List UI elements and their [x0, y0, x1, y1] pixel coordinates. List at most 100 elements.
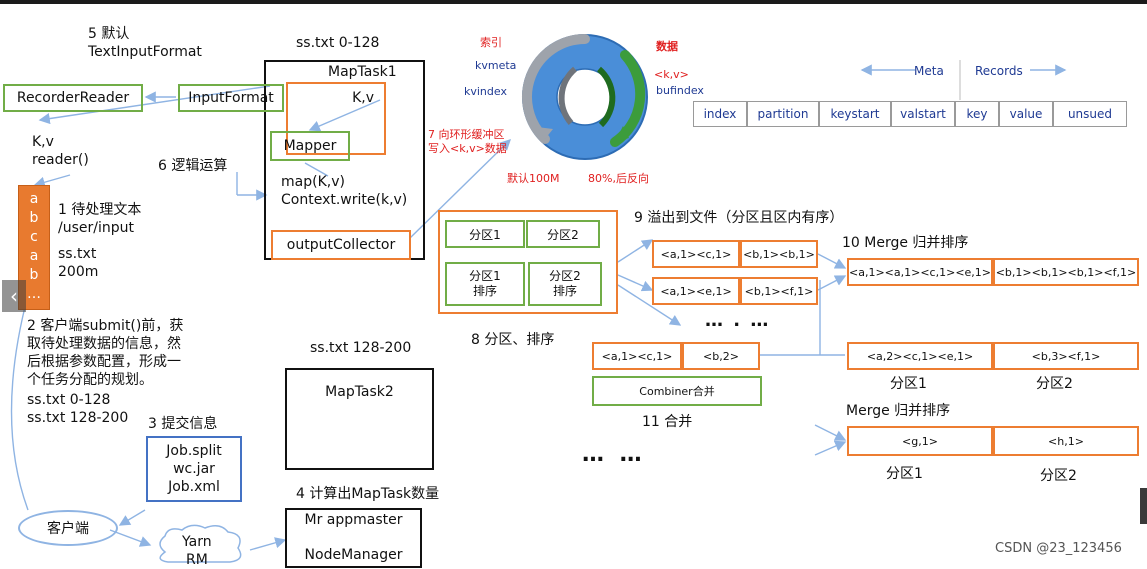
spill-ellipsis: … . … — [705, 310, 771, 331]
step1-label: 1 待处理文本 — [58, 202, 142, 218]
spill-1-part2: <b,1><b,1> — [740, 240, 818, 268]
yarn-label: Yarn — [182, 534, 212, 550]
combined-part1: <a,2><c,1><e,1> — [847, 342, 993, 370]
partition-2-sort-box: 分区2 排序 — [528, 262, 602, 306]
client-label: 客户端 — [47, 521, 89, 537]
step7-line: 写入<k,v>数据 — [428, 142, 507, 155]
kv-label: K,v — [352, 90, 374, 106]
step2-line: 个任务分配的规划。 — [27, 372, 153, 388]
step11-label: 11 合并 — [642, 414, 693, 430]
ring-data-label: 数据 — [656, 40, 678, 53]
combined-part2-label: <b,3><f,1> — [1031, 349, 1101, 363]
file-name-label: ss.txt — [58, 246, 97, 262]
combine-input-2: <b,2> — [682, 342, 760, 370]
split-plan-1: ss.txt 0-128 — [27, 392, 111, 408]
ring-threshold-label: 80%,后反向 — [588, 172, 649, 185]
partition-1-label: 分区1 — [469, 227, 501, 242]
combined-part1-label: <a,2><c,1><e,1> — [866, 349, 974, 363]
yarn-rm-cloud — [159, 524, 242, 563]
combine-input-2-label: <b,2> — [703, 349, 739, 363]
step2-line: 2 客户端submit()前，获 — [27, 318, 184, 334]
record-field-cell: index — [693, 101, 747, 127]
reader-call-label: reader() — [32, 152, 89, 168]
file-char: b — [29, 210, 39, 226]
input-path-label: /user/input — [58, 220, 134, 236]
meta-label: Meta — [914, 64, 944, 78]
partition-2-sort-label: 分区2 — [549, 269, 581, 283]
combiner-label: Combiner合并 — [639, 385, 715, 398]
top-bar — [0, 0, 1147, 4]
record-field-cell: valstart — [891, 101, 955, 127]
spill-2-part1-label: <a,1><e,1> — [660, 284, 732, 298]
ring-index-label: 索引 — [480, 36, 502, 49]
step3-label: 3 提交信息 — [148, 416, 218, 432]
split-plan-2: ss.txt 128-200 — [27, 410, 129, 426]
app-master-box: Mr appmaster NodeManager — [285, 508, 422, 568]
file-chars: a b c a b … — [19, 186, 49, 304]
maptask-ellipsis: … … — [582, 442, 646, 467]
spill-1-part1: <a,1><c,1> — [652, 240, 740, 268]
client-node: 客户端 — [18, 510, 118, 546]
kv-left-label: K,v — [32, 134, 54, 150]
watermark-label: CSDN @23_123456 — [995, 541, 1122, 556]
partition-2-box: 分区2 — [526, 220, 600, 248]
record-field-cell: value — [999, 101, 1053, 127]
step2-line: 取待处理数据的信息，然 — [27, 336, 181, 352]
rm-label: RM — [186, 552, 208, 568]
file-char: … — [27, 286, 41, 302]
recorder-reader-box: RecorderReader — [3, 84, 143, 112]
partition-1-sort-label: 分区1 — [469, 269, 501, 283]
merge2-part2: <h,1> — [993, 426, 1139, 456]
input-format-label: InputFormat — [188, 90, 274, 106]
output-collector-label: outputCollector — [286, 237, 396, 253]
ring-kv-label: <k,v> — [654, 68, 689, 81]
spill-2-part2: <b,1><f,1> — [740, 277, 818, 305]
app-master-label: Mr appmaster — [304, 512, 403, 528]
mapper-box: Mapper — [270, 131, 350, 161]
record-field-cell: unsued — [1053, 101, 1127, 127]
merge2-part1: <g,1> — [847, 426, 993, 456]
map-call-label: map(K,v) — [281, 174, 345, 190]
partition-2-sort-label: 排序 — [552, 284, 577, 298]
spill-2-part1: <a,1><e,1> — [652, 277, 740, 305]
output-partition-1-label: 分区1 — [890, 376, 927, 392]
partition-sort-box — [438, 210, 618, 314]
step6-label: 6 逻辑运算 — [158, 158, 228, 174]
step8-label: 8 分区、排序 — [471, 332, 555, 348]
record-field-cell: partition — [747, 101, 819, 127]
records-label: Records — [975, 64, 1023, 78]
file-char: c — [30, 229, 38, 245]
maptask1-label: MapTask1 — [328, 64, 397, 80]
job-split: Job.split — [166, 443, 222, 459]
file-size-label: 200m — [58, 264, 99, 280]
ring-kvmeta-label: kvmeta — [475, 59, 517, 72]
ring-buffer — [522, 34, 648, 160]
input-format-box: InputFormat — [178, 84, 284, 112]
scroll-handle[interactable] — [1140, 488, 1147, 524]
partition-2-label: 分区2 — [547, 227, 579, 242]
maptask2-label: MapTask2 — [325, 384, 394, 400]
combiner-box: Combiner合并 — [592, 376, 762, 406]
step5-title: 5 默认 — [88, 26, 130, 42]
partition-1-box: 分区1 — [445, 220, 525, 248]
merge2-part2-label: <h,1> — [1048, 434, 1084, 448]
spill-1-part2-label: <b,1><b,1> — [743, 247, 815, 261]
combined-part2: <b,3><f,1> — [993, 342, 1139, 370]
combine-input-1-label: <a,1><c,1> — [601, 349, 673, 363]
split-label-2: ss.txt 128-200 — [310, 340, 412, 356]
record-field-cell: keystart — [819, 101, 891, 127]
chevron-left-icon[interactable]: ‹ — [2, 280, 26, 312]
record-field-cell: key — [955, 101, 999, 127]
ring-bufindex-label: bufindex — [656, 84, 704, 97]
split-label-1: ss.txt 0-128 — [296, 35, 380, 51]
merge-part1-label: <a,1><a,1><c,1><e,1> — [849, 265, 992, 279]
combine-input-1: <a,1><c,1> — [592, 342, 682, 370]
partition-1-sort-box: 分区1 排序 — [445, 262, 525, 306]
merge2-title: Merge 归并排序 — [846, 403, 951, 419]
merge2-part1-label: <g,1> — [902, 434, 938, 448]
output2-partition-2-label: 分区2 — [1040, 468, 1077, 484]
output2-partition-1-label: 分区1 — [886, 466, 923, 482]
output-collector-box: outputCollector — [271, 230, 411, 260]
file-char: b — [29, 267, 39, 283]
step9-label: 9 溢出到文件（分区且区内有序） — [634, 210, 844, 226]
